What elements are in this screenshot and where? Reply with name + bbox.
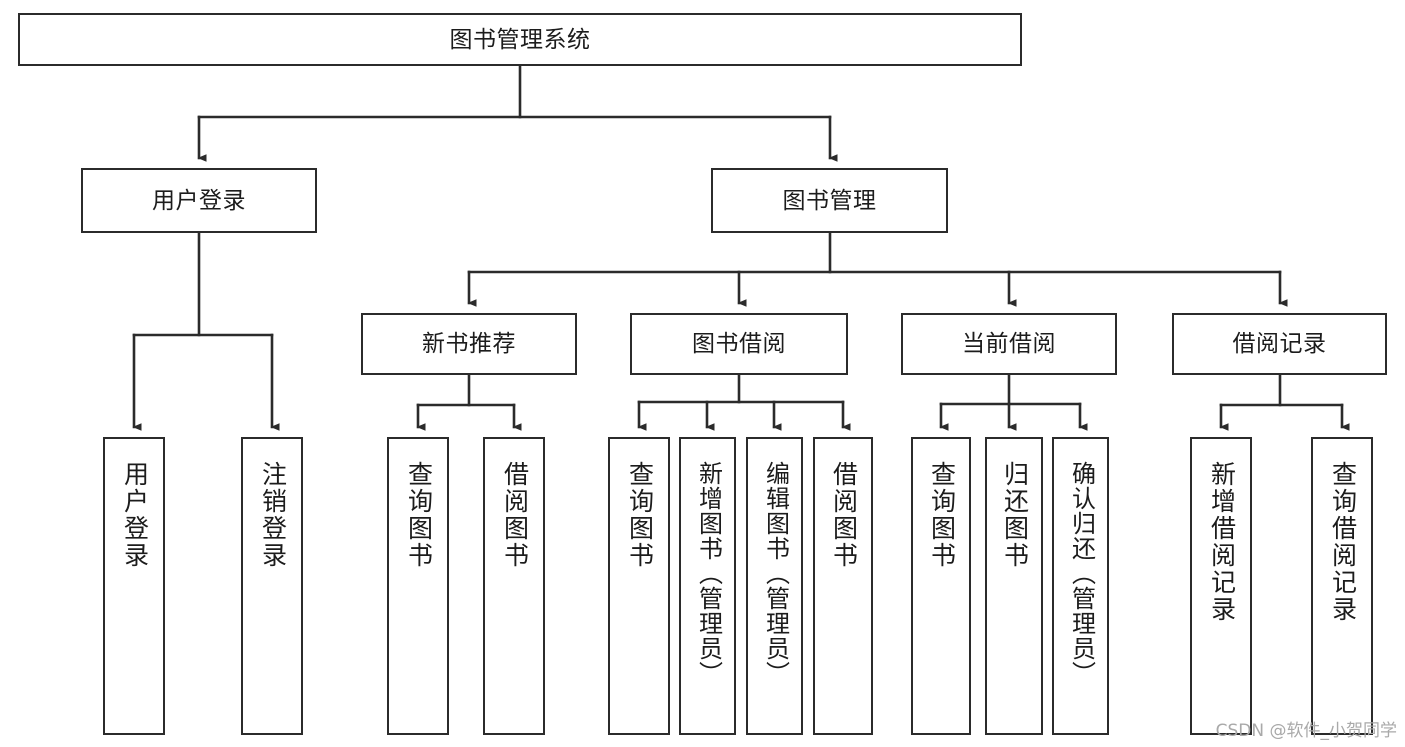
node-leaf-query-borrow-record[interactable]: 查询借阅记录 — [1311, 437, 1373, 735]
node-leaf-return-book[interactable]: 归还图书 — [985, 437, 1043, 735]
node-borrow-record[interactable]: 借阅记录 — [1172, 313, 1387, 375]
node-label: 用户登录 — [120, 461, 149, 569]
node-new-book-recommend[interactable]: 新书推荐 — [361, 313, 577, 375]
node-leaf-logout[interactable]: 注销登录 — [241, 437, 303, 735]
node-label: 借阅记录 — [1232, 330, 1327, 357]
node-leaf-borrow-book[interactable]: 借阅图书 — [813, 437, 873, 735]
watermark-text: CSDN @软件_小贺同学 — [1215, 721, 1397, 741]
node-label: 借阅图书 — [829, 461, 858, 569]
node-leaf-user-login[interactable]: 用户登录 — [103, 437, 165, 735]
node-label: 查询图书 — [927, 461, 956, 569]
node-leaf-confirm-return-admin[interactable]: 确认归还（管理员） — [1052, 437, 1109, 735]
node-book-manage[interactable]: 图书管理 — [711, 168, 948, 233]
node-leaf-borrow-book-recommend[interactable]: 借阅图书 — [483, 437, 545, 735]
node-user-login[interactable]: 用户登录 — [81, 168, 317, 233]
node-label: 确认归还（管理员） — [1067, 461, 1095, 686]
node-leaf-query-book-current[interactable]: 查询图书 — [911, 437, 971, 735]
node-label: 当前借阅 — [962, 330, 1056, 357]
node-current-borrow[interactable]: 当前借阅 — [901, 313, 1117, 375]
node-leaf-query-book-recommend[interactable]: 查询图书 — [387, 437, 449, 735]
node-root-system[interactable]: 图书管理系统 — [18, 13, 1022, 66]
node-label: 图书管理系统 — [449, 25, 591, 52]
node-label: 注销登录 — [258, 461, 287, 569]
node-leaf-query-book-borrow[interactable]: 查询图书 — [608, 437, 670, 735]
node-leaf-add-borrow-record[interactable]: 新增借阅记录 — [1190, 437, 1252, 735]
node-leaf-edit-book-admin[interactable]: 编辑图书（管理员） — [746, 437, 803, 735]
node-label: 查询图书 — [404, 461, 433, 569]
node-label: 编辑图书（管理员） — [761, 461, 789, 686]
node-label: 新书推荐 — [422, 330, 516, 357]
node-label: 新增图书（管理员） — [694, 461, 722, 686]
node-book-borrow[interactable]: 图书借阅 — [630, 313, 848, 375]
node-label: 图书管理 — [782, 186, 877, 213]
node-label: 借阅图书 — [500, 461, 529, 569]
node-leaf-add-book-admin[interactable]: 新增图书（管理员） — [679, 437, 736, 735]
node-label: 归还图书 — [1000, 461, 1029, 569]
node-label: 新增借阅记录 — [1207, 461, 1236, 623]
node-label: 用户登录 — [152, 186, 246, 213]
node-label: 图书借阅 — [692, 330, 786, 357]
node-label: 查询图书 — [625, 461, 654, 569]
node-label: 查询借阅记录 — [1328, 461, 1357, 623]
